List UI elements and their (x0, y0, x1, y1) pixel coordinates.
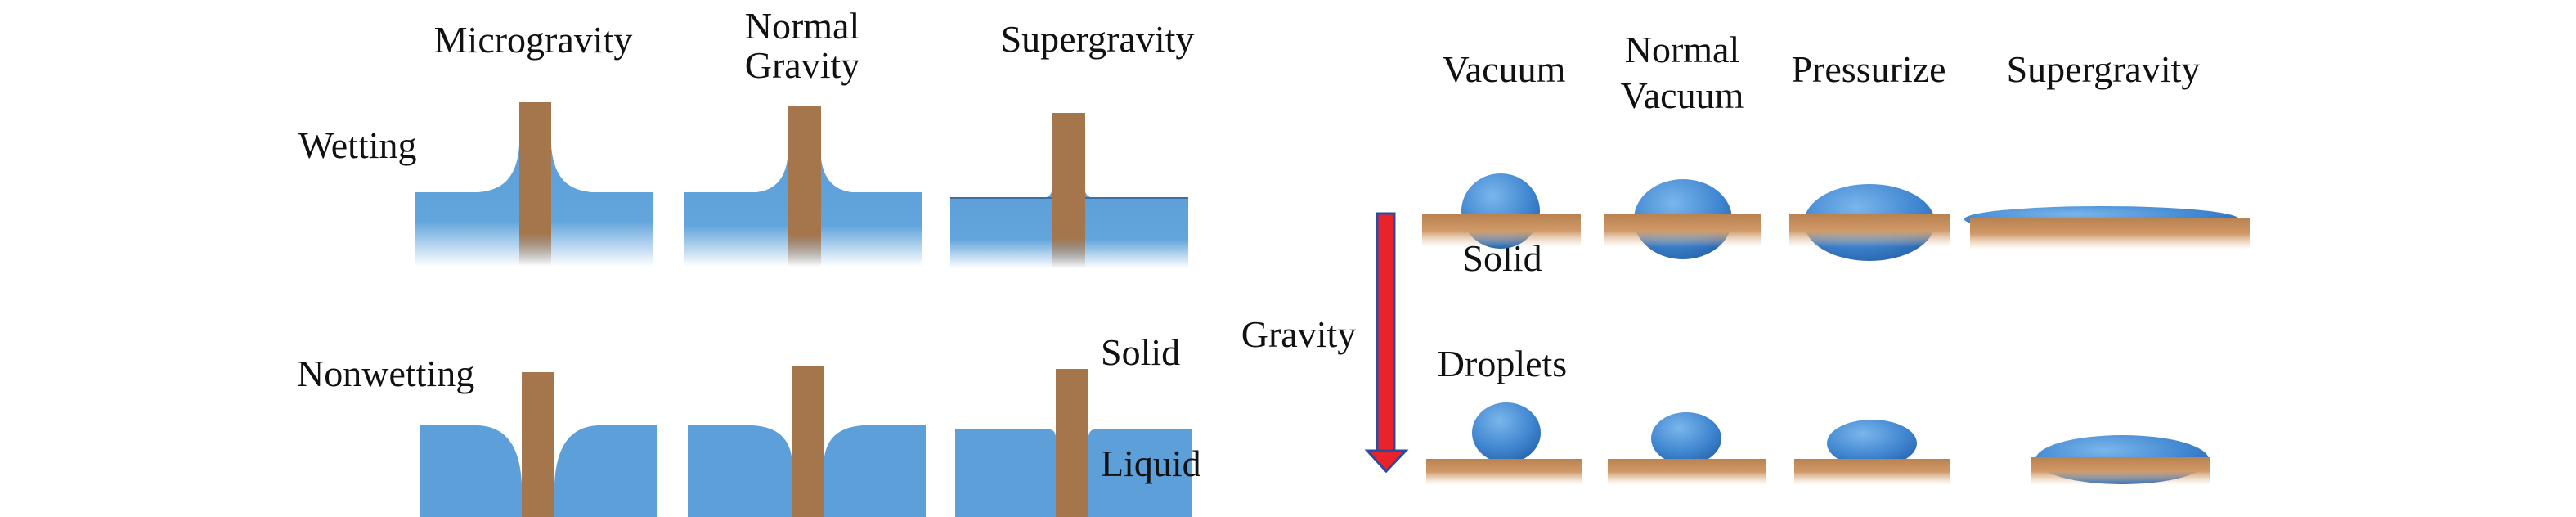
substrate (1608, 459, 1766, 485)
droplet-normal-vacuum-top (1604, 179, 1761, 259)
gravity-arrow-icon (1364, 212, 1409, 474)
substrate (1604, 214, 1761, 247)
droplet-pressurize-bottom (1794, 420, 1950, 485)
liquid (824, 425, 926, 517)
column-label-normal-vacuum-line2: Vacuum (1621, 74, 1744, 116)
solid-rod (1052, 113, 1085, 268)
solid-rod (519, 102, 551, 266)
label-liquid: Liquid (1101, 443, 1201, 484)
droplet (1472, 402, 1541, 463)
nonwetting-microgravity-panel (420, 372, 657, 517)
solid-rod (792, 366, 824, 517)
column-label-vacuum: Vacuum (1443, 48, 1566, 90)
substrate (1970, 218, 2250, 250)
solid-rod (1056, 369, 1088, 517)
label-gravity: Gravity (1241, 313, 1357, 355)
droplet-pressurize-top (1789, 184, 1950, 261)
droplet-vacuum-bottom (1426, 402, 1582, 485)
label-droplets: Droplets (1438, 343, 1567, 384)
liquid (1088, 429, 1192, 517)
droplet-supergravity-bottom (2031, 435, 2210, 485)
substrate (1426, 459, 1582, 485)
column-label-normal-gravity-line2: Gravity (745, 44, 860, 86)
droplet-vacuum-top (1422, 173, 1581, 249)
label-solid: Solid (1101, 331, 1180, 373)
substrate (1422, 214, 1581, 247)
column-label-normal-vacuum-line1: Normal (1625, 29, 1740, 70)
liquid (688, 425, 792, 517)
solid-rod (522, 372, 554, 517)
droplet-supergravity-top (1964, 206, 2250, 250)
wetting-microgravity-panel (415, 102, 653, 267)
wetting-normal-gravity-panel (684, 106, 922, 267)
substrate (2031, 457, 2210, 485)
droplet (1651, 412, 1721, 465)
liquid (955, 429, 1056, 517)
nonwetting-supergravity-panel (955, 369, 1192, 517)
substrate (1794, 459, 1950, 485)
substrate (1789, 214, 1950, 247)
droplet (1827, 420, 1917, 467)
nonwetting-normal-gravity-panel (688, 366, 926, 517)
column-label-supergravity: Supergravity (2007, 48, 2201, 90)
row-label-nonwetting: Nonwetting (297, 353, 474, 394)
droplet-normal-vacuum-bottom (1608, 412, 1766, 485)
column-label-microgravity: Microgravity (434, 19, 633, 61)
column-label-normal-gravity-line1: Normal (745, 5, 860, 47)
solid-rod (788, 106, 821, 267)
column-label-supergravity: Supergravity (1001, 18, 1195, 60)
liquid (554, 425, 657, 517)
row-label-wetting: Wetting (298, 124, 417, 166)
wetting-supergravity-panel (950, 113, 1188, 268)
liquid (420, 425, 522, 517)
column-label-pressurize: Pressurize (1791, 48, 1945, 90)
